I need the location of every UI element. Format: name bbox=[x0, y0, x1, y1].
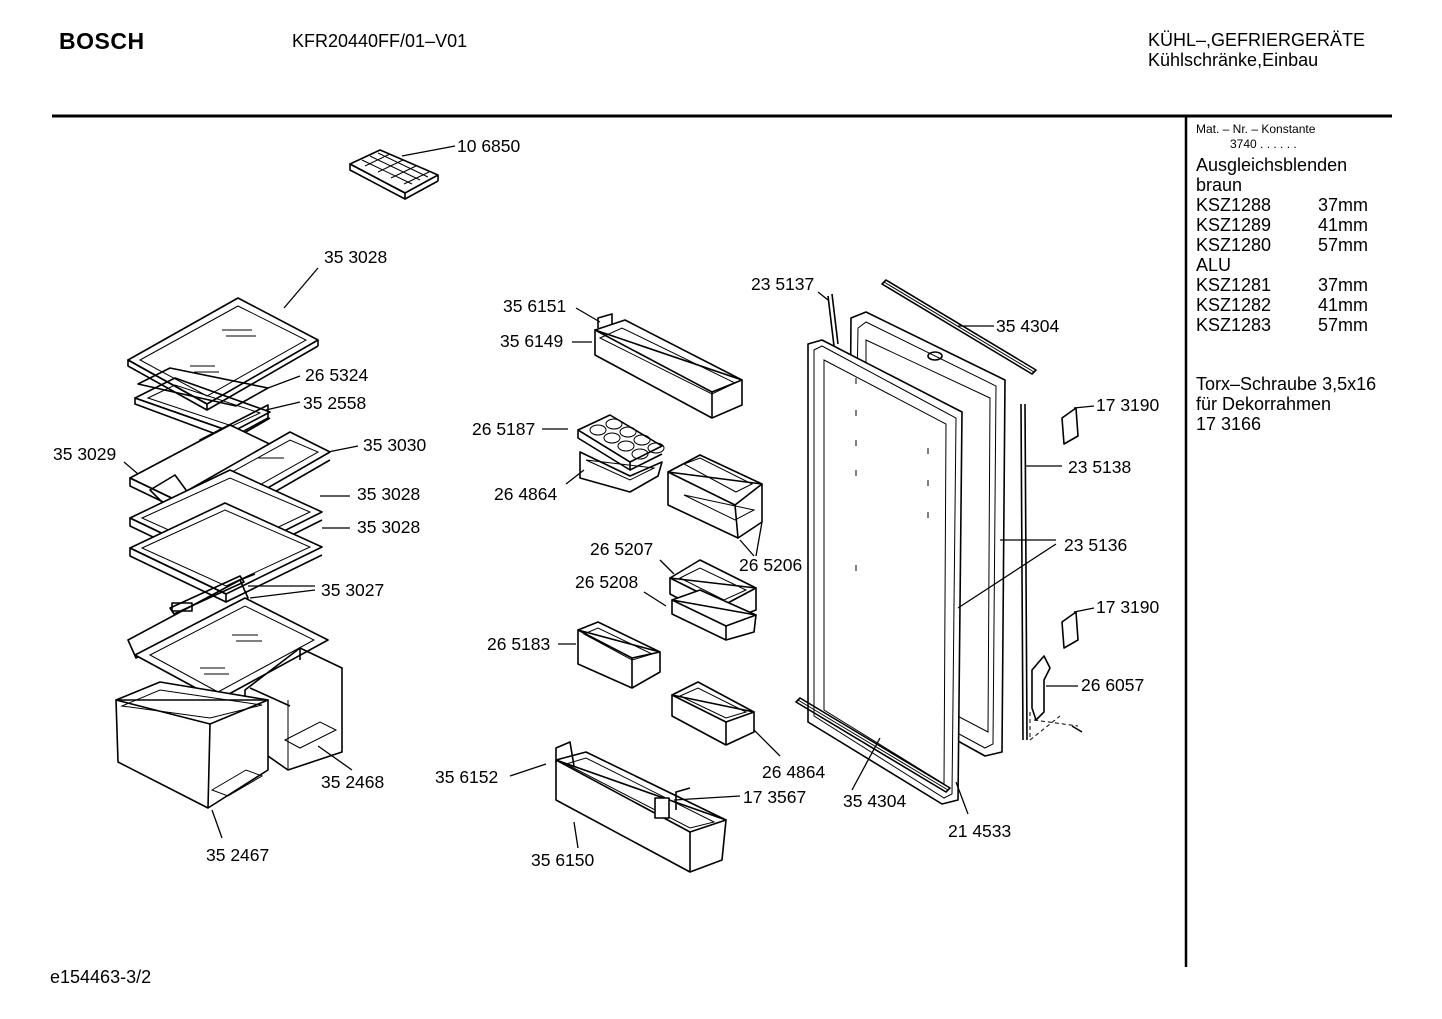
part-label: 26 6057 bbox=[1081, 675, 1144, 695]
mat-nr-title: Mat. – Nr. – Konstante bbox=[1196, 122, 1316, 136]
part-label: 26 4864 bbox=[494, 484, 558, 504]
glass-shelf-top-part bbox=[127, 297, 319, 411]
bottom-trim-strip-part bbox=[795, 697, 951, 793]
sidebar-note: für Dekorrahmen bbox=[1196, 394, 1332, 414]
part-label: 35 4304 bbox=[843, 791, 907, 811]
sidebar-heading-ausgleichsblenden: Ausgleichsblenden bbox=[1196, 155, 1348, 175]
part-label: 26 5208 bbox=[575, 572, 638, 592]
part-label: 23 5137 bbox=[751, 274, 814, 294]
top-trim-strip-part bbox=[881, 279, 1037, 375]
door-bin-top-part bbox=[594, 313, 743, 419]
part-labels: 10 6850 35 3028 26 5324 35 2558 35 3029 … bbox=[53, 136, 1160, 870]
part-label: 35 2558 bbox=[303, 393, 366, 413]
right-rail-part bbox=[1020, 403, 1028, 741]
door-bin-small-b-part bbox=[671, 589, 757, 641]
part-label: 35 3028 bbox=[357, 484, 420, 504]
left-rail-part bbox=[827, 293, 839, 347]
egg-tray-part bbox=[577, 414, 665, 471]
sidebar-heading-braun: braun bbox=[1196, 175, 1243, 195]
part-label: 26 5324 bbox=[305, 365, 369, 385]
part-label: 35 3029 bbox=[53, 444, 116, 464]
hinge-cover-bottom-part bbox=[1061, 611, 1079, 649]
part-label: 35 6149 bbox=[500, 331, 563, 351]
hinge-bracket-part bbox=[1029, 655, 1083, 741]
model-number: KFR20440FF/01–V01 bbox=[292, 31, 468, 51]
sidebar-note: Torx–Schraube 3,5x16 bbox=[1196, 374, 1377, 394]
part-label: 35 2468 bbox=[321, 772, 384, 792]
hinge-cover-top-part bbox=[1061, 407, 1079, 445]
part-label: 21 4533 bbox=[948, 821, 1011, 841]
part-label: 35 3030 bbox=[363, 435, 427, 455]
part-label: 26 5207 bbox=[590, 539, 653, 559]
part-label: 35 2467 bbox=[206, 845, 269, 865]
crisper-cover-part bbox=[127, 573, 329, 701]
category-subtitle: Kühlschränke,Einbau bbox=[1148, 50, 1319, 70]
part-label: 35 6151 bbox=[503, 296, 566, 316]
door-bin-lower-part bbox=[671, 681, 755, 746]
part-label: 35 4304 bbox=[996, 316, 1060, 336]
mat-nr-value: 3740 . . . . . . bbox=[1230, 137, 1297, 151]
part-label: 17 3190 bbox=[1096, 597, 1160, 617]
part-label: 35 3028 bbox=[357, 517, 420, 537]
leader-lines bbox=[123, 145, 1095, 849]
part-label: 10 6850 bbox=[457, 136, 521, 156]
ice-cube-tray-part bbox=[349, 149, 439, 200]
brand-logo: BOSCH bbox=[59, 28, 145, 54]
part-label: 26 5183 bbox=[487, 634, 550, 654]
part-label: 26 5187 bbox=[472, 419, 535, 439]
part-label: 23 5138 bbox=[1068, 457, 1131, 477]
drawing-id: e154463-3/2 bbox=[50, 967, 152, 987]
glass-shelf-lower-part bbox=[129, 502, 323, 603]
part-label: 35 3028 bbox=[324, 247, 387, 267]
door-gasket-part bbox=[807, 339, 963, 805]
part-label: 35 3027 bbox=[321, 580, 384, 600]
part-label: 26 4864 bbox=[762, 762, 826, 782]
part-label: 17 3567 bbox=[743, 787, 806, 807]
egg-tray-base-part bbox=[579, 451, 663, 493]
bottle-rack-part bbox=[555, 741, 727, 873]
part-label: 35 6152 bbox=[435, 767, 498, 787]
vegetable-crisper-left-part bbox=[115, 681, 269, 809]
door-bin-box-part bbox=[667, 454, 763, 539]
part-label: 17 3190 bbox=[1096, 395, 1160, 415]
sidebar-heading-alu: ALU bbox=[1196, 255, 1232, 275]
door-bin-medium-part bbox=[577, 621, 661, 689]
part-label: 23 5136 bbox=[1064, 535, 1127, 555]
sidebar: Mat. – Nr. – Konstante 3740 . . . . . . … bbox=[1196, 122, 1386, 434]
category-title: KÜHL–,GEFRIERGERÄTE bbox=[1148, 30, 1366, 50]
sidebar-note: 17 3166 bbox=[1196, 414, 1262, 434]
part-label: 35 6150 bbox=[531, 850, 595, 870]
part-label: 26 5206 bbox=[739, 555, 802, 575]
